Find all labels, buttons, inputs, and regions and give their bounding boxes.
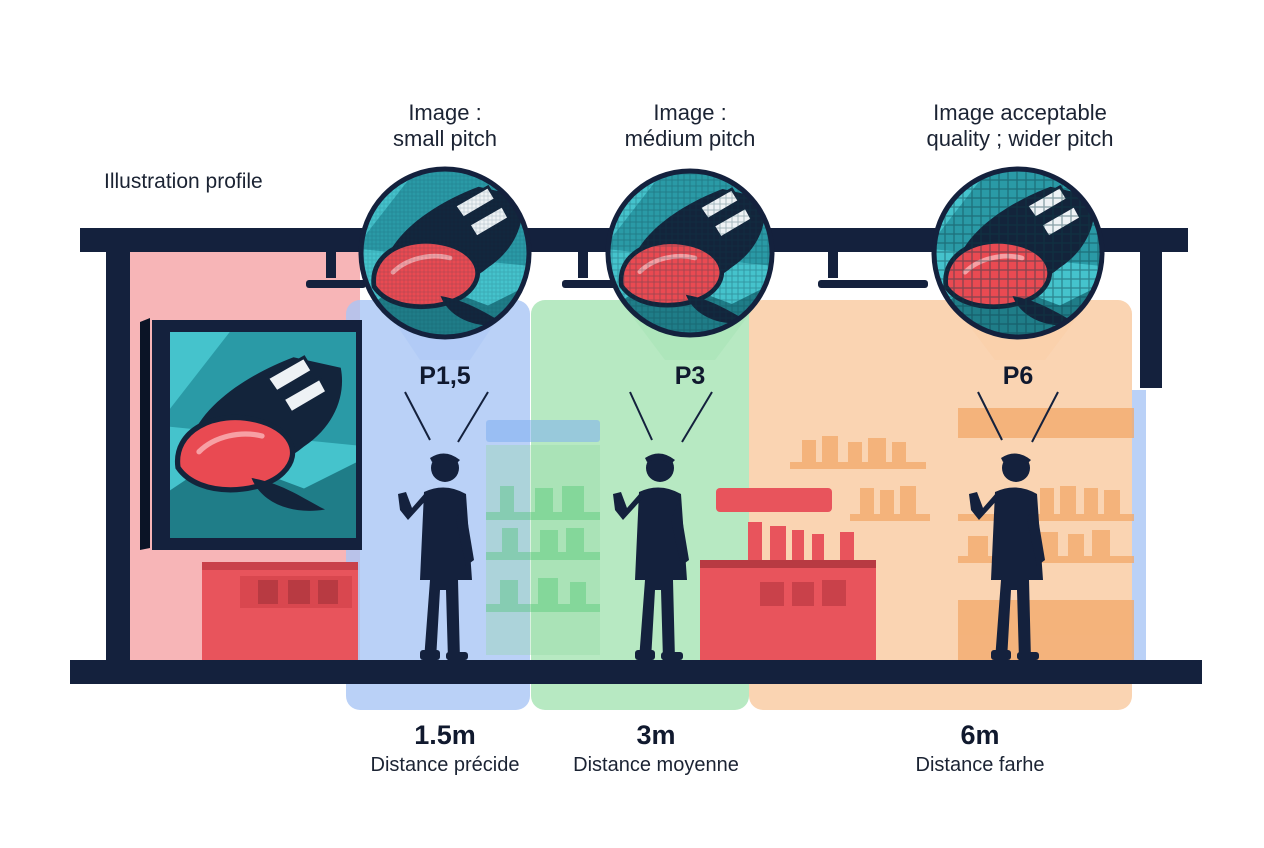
zone-title-medium: Image : médium pitch [590,100,790,152]
zone-title-wide-line1: Image acceptable [933,100,1107,125]
wall-screen [140,318,362,550]
zone-title-wide-line2: quality ; wider pitch [926,126,1114,151]
shelf-icon [486,420,600,655]
sight-lines [404,391,1059,443]
magnifier-circle-icon [931,166,1105,340]
zone-title-small-line1: Image : [408,100,482,125]
profile-label: Illustration profile [104,170,263,193]
distance-value-medium: 3m [636,720,676,750]
shelf-icon [700,488,876,660]
distance-label-medium: Distance moyenne [573,754,739,776]
display-counter [202,562,358,660]
zone-title-small: Image : small pitch [345,100,545,152]
distance-label-small: Distance précide [370,754,520,776]
person-silhouette-icon [969,453,1045,660]
zone-title-small-line2: small pitch [393,126,497,151]
person-silhouette-icon [398,453,474,660]
distance-value-wide: 6m [960,720,1000,750]
person-silhouette-icon [613,453,689,660]
pitch-label-small: P1,5 [419,362,471,390]
distance-label-wide: Distance farhe [915,754,1045,776]
distance-value-small: 1.5m [414,720,476,750]
right-wall-strip [1132,390,1146,662]
zone-title-wide: Image acceptable quality ; wider pitch [900,100,1140,152]
pitch-label-wide: P6 [1002,362,1034,390]
zone-title-medium-line2: médium pitch [624,126,756,151]
magnifier-circle-icon [605,168,775,338]
zone-title-medium-line1: Image : [653,100,727,125]
pitch-label-medium: P3 [674,362,706,390]
magnifier-circle-icon [358,166,532,340]
